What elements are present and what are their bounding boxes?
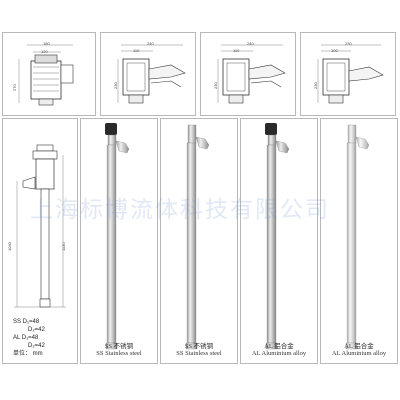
caption-3: AL 铝合金 AL Aluminium alloy [240,340,318,357]
caption-2-cn: SS 不锈钢 [184,343,214,350]
width-dim: 230 [345,41,352,46]
caption-3-cn: AL 铝合金 [264,343,294,350]
caption-4-en: AL Aluminium alloy [331,350,387,357]
caption-2: SS 不锈钢 SS Stainless steel [160,340,238,357]
motor-drawing [18,44,74,106]
caption-4-cn: AL 铝合金 [344,343,374,350]
width-dim: 240 [147,41,154,46]
pump-tube-panel-1 [80,118,158,364]
caption-1-cn: SS 不锈钢 [104,343,134,350]
spec-legend: SS D₁=48 D₂=42 AL D₁=48 D₂=42 单位： mm [13,318,45,358]
legend-ss-d2: D₂=42 [28,327,45,333]
inner-dim: 110 [233,48,240,53]
aluminium-tube-with-black-cap [265,123,290,350]
legend-al-d1: AL D₁=48 [13,335,39,341]
pipe-dimension-drawing [14,144,66,308]
handle-drawing-panel-3: 230 100 230 [300,32,396,116]
handle-drawing-3 [317,44,384,104]
company-watermark: 上海标博流体科技有限公司 [30,197,330,223]
handle-drawing-1 [117,44,186,104]
caption-3-en: AL Aluminium alloy [251,350,307,357]
caption-1-en: SS Stainless steel [96,350,142,357]
width-dim: 240 [247,41,254,46]
legend-unit: 单位： mm [13,351,43,357]
caption-4: AL 铝合金 AL Aluminium alloy [320,340,398,357]
handle-drawing-2 [217,44,286,104]
handle-drawing-panel-1: 240 110 230 [100,32,196,116]
inner-dim: 110 [133,48,140,53]
pump-tube-panel-4 [320,118,398,364]
pipe-dimension-panel: 1040 1130 [2,118,78,364]
pump-tube-panel-3 [240,118,318,364]
inner-dim: 100 [331,48,338,53]
inner-dim: 120 [41,49,48,54]
stainless-tube-steel-cap [185,124,210,350]
aluminium-tube-steel-cap [345,124,370,350]
legend-al-d2: D₂=42 [28,343,45,349]
caption-1: SS 不锈钢 SS Stainless steel [80,340,158,357]
stainless-tube-with-black-cap [105,123,130,350]
caption-2-en: SS Stainless steel [176,350,222,357]
width-dim: 180 [43,41,50,46]
legend-ss-d1: SS D₁=48 [13,319,40,325]
handle-drawing-panel-2: 240 110 230 [200,32,296,116]
motor-drawing-panel: 180 120 270 [2,32,96,116]
pump-tube-panel-2 [160,118,238,364]
